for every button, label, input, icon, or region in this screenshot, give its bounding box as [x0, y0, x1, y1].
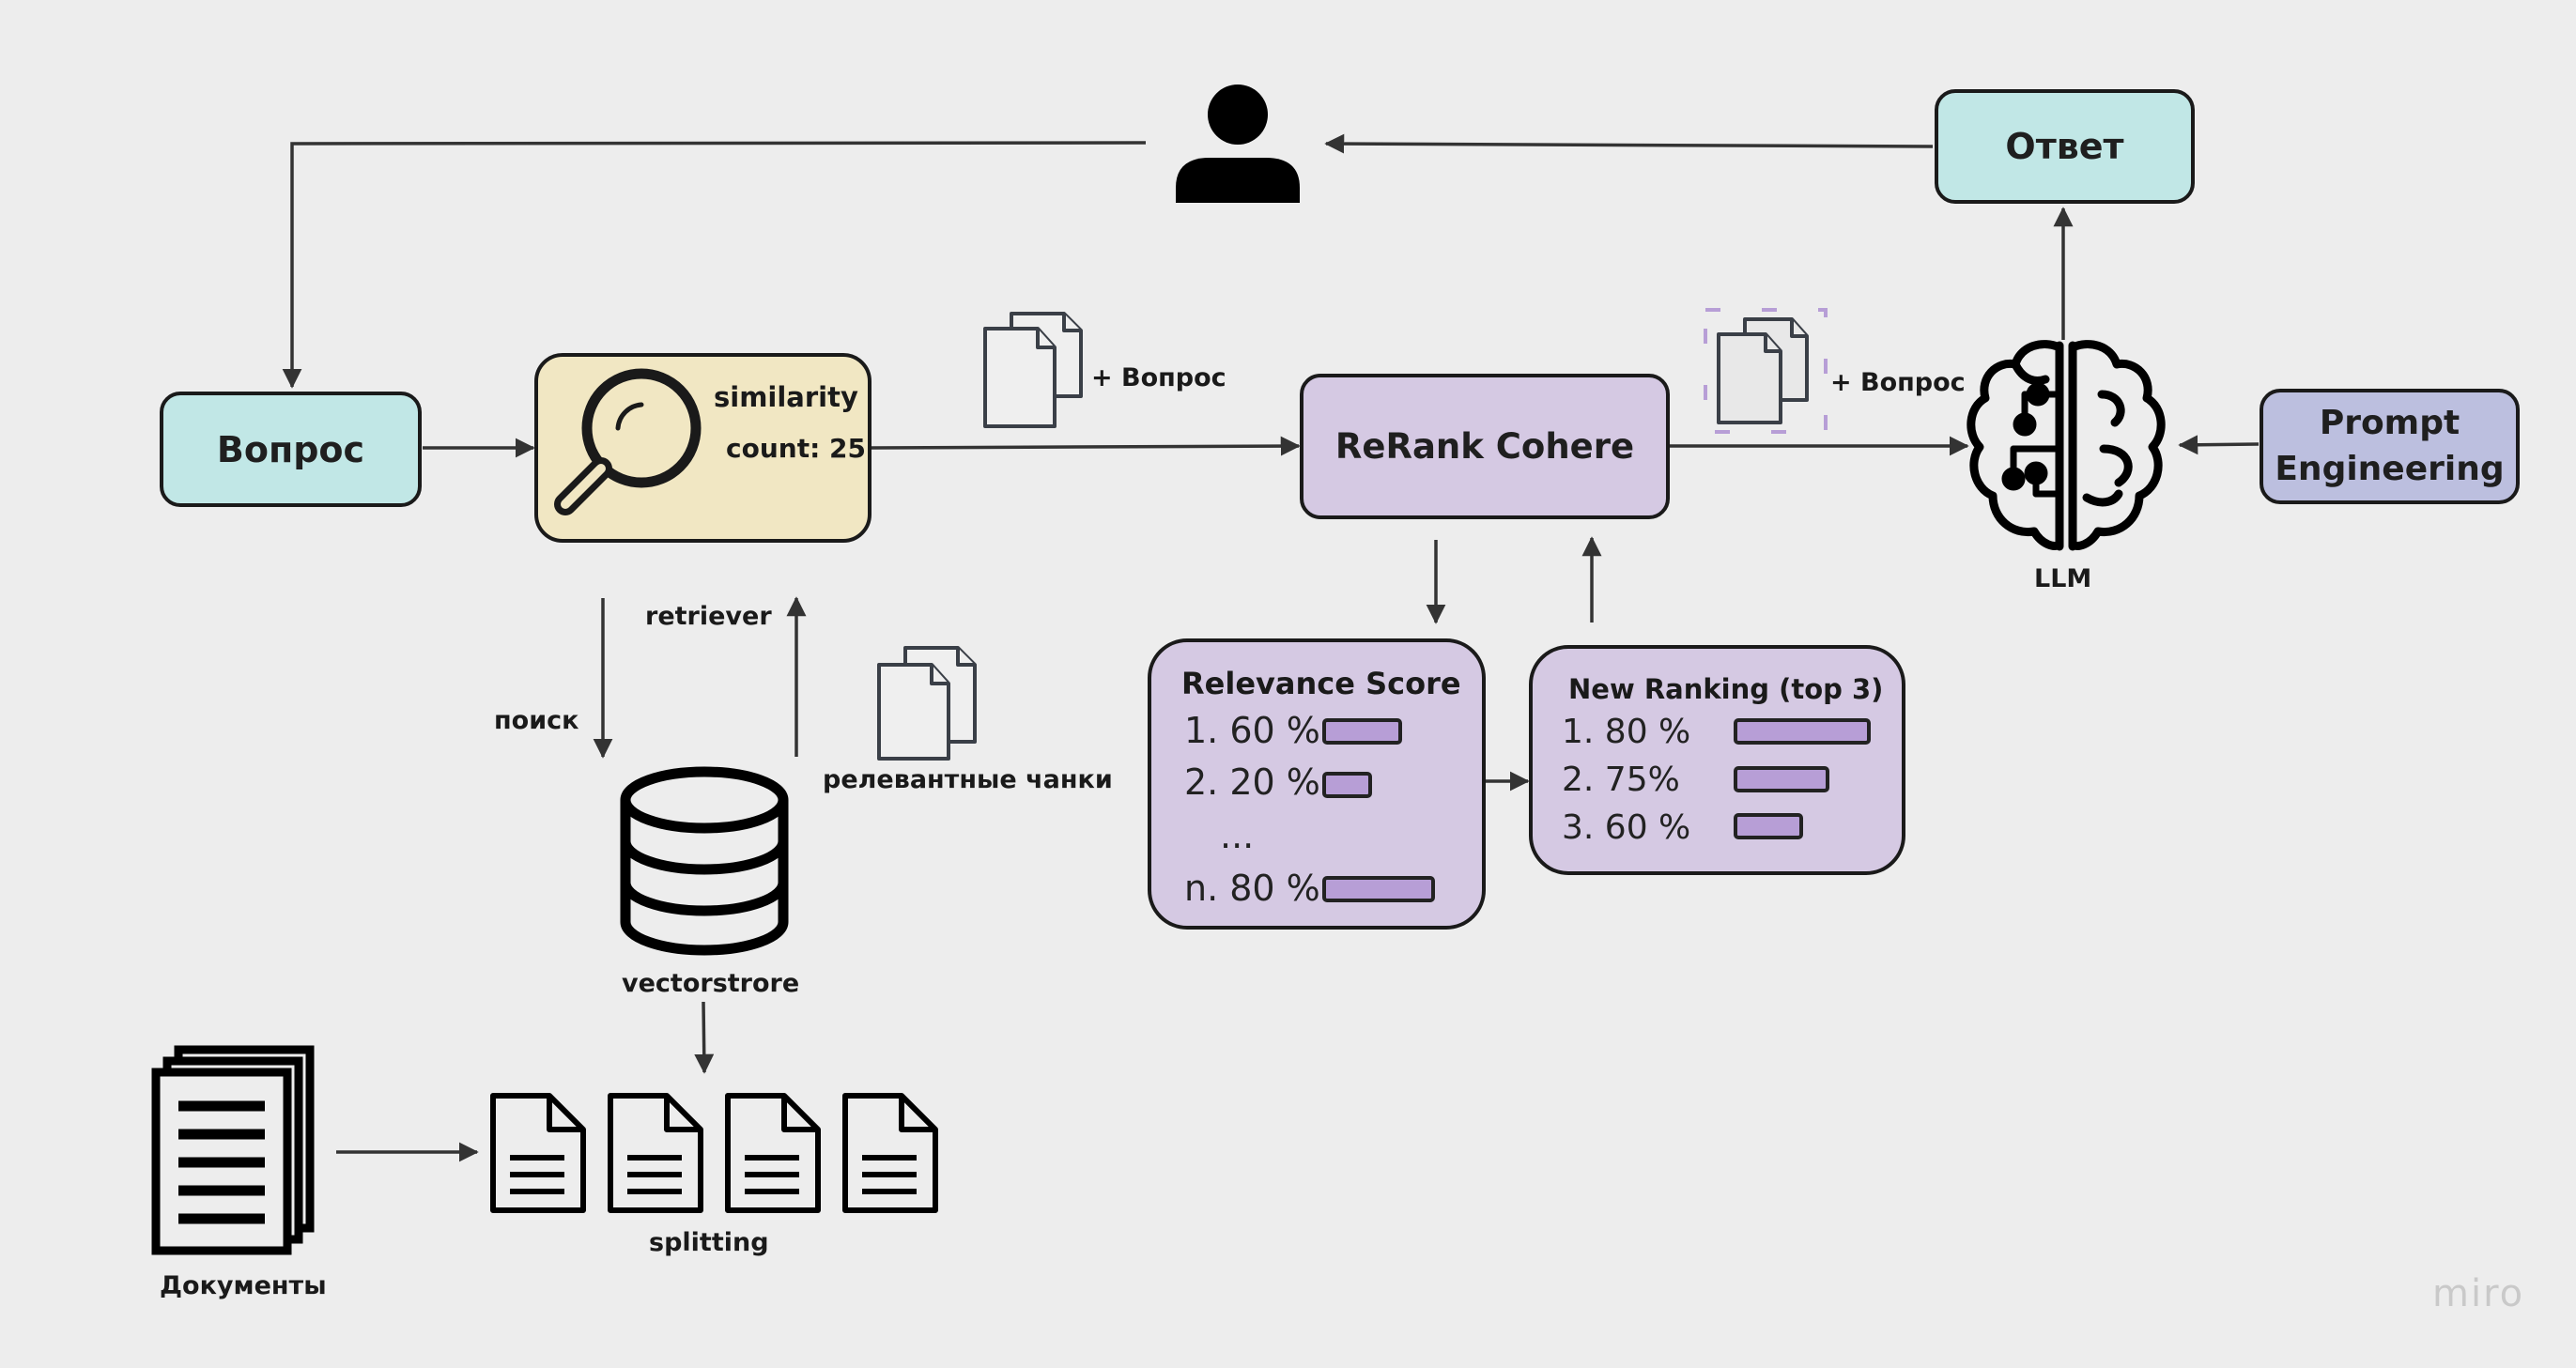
llm-label: LLM [2034, 564, 2092, 593]
split-document-icon-2 [608, 1093, 703, 1213]
rerank-box: ReRank Cohere [1300, 374, 1670, 519]
documents-pair-icon [983, 312, 1083, 428]
ranking-row-2-bar [1734, 766, 1829, 792]
edge-user-to-question [282, 141, 1147, 389]
documents-pair-selected-icon [1704, 308, 1828, 434]
split-document-icon-3 [725, 1093, 821, 1213]
answer-box: Ответ [1935, 89, 2195, 204]
new-ranking-title: New Ranking (top 3) [1568, 673, 1884, 705]
plus-question-label-2: + Вопрос [1830, 368, 1966, 397]
brain-icon [1967, 340, 2166, 551]
relevance-row-n-label: n. 80 % [1184, 868, 1320, 909]
documents-label: Документы [160, 1271, 327, 1300]
relevance-row-ellipsis: ... [1220, 815, 1255, 856]
count-label: count: 25 [726, 433, 866, 464]
relevance-row-n-bar [1322, 876, 1435, 902]
database-icon [620, 766, 789, 956]
relevance-title: Relevance Score [1181, 666, 1461, 701]
relevance-row-1-label: 1. 60 % [1184, 710, 1320, 751]
relevance-row-2-label: 2. 20 % [1184, 761, 1320, 803]
miro-watermark: miro [2432, 1272, 2525, 1315]
retriever-label: retriever [645, 602, 772, 631]
edge-answer-to-user [1324, 133, 1934, 154]
ranking-row-2-label: 2. 75% [1562, 761, 1680, 799]
relevance-row-1-bar [1322, 718, 1402, 745]
question-box: Вопрос [160, 392, 422, 507]
edge-retriever-to-rerank [871, 436, 1301, 456]
ranking-row-1-bar [1734, 718, 1871, 745]
user-icon [1176, 85, 1300, 203]
plus-question-label-1: + Вопрос [1091, 363, 1226, 392]
search-label: поиск [494, 706, 579, 735]
rerank-label: ReRank Cohere [1334, 426, 1635, 467]
vectorstore-label: vectorstrore [622, 969, 800, 998]
edge-vectorstore-to-splitting [694, 1001, 715, 1074]
edge-prompt-to-llm [2178, 435, 2260, 455]
question-label: Вопрос [216, 428, 365, 470]
relevant-chunks-icon [877, 646, 977, 761]
answer-label: Ответ [2005, 126, 2124, 167]
prompt-label-line1: Prompt [2319, 403, 2460, 442]
ranking-row-3-label: 3. 60 % [1562, 808, 1691, 847]
magnifier-icon [554, 368, 702, 515]
similarity-label: similarity [714, 381, 858, 413]
relevant-chunks-label: релевантные чанки [823, 765, 1113, 794]
split-document-icon-4 [842, 1093, 938, 1213]
prompt-engineering-box: Prompt Engineering [2260, 389, 2520, 504]
prompt-label-line2: Engineering [2275, 449, 2505, 488]
ranking-row-3-bar [1734, 813, 1803, 839]
relevance-row-2-bar [1322, 772, 1372, 798]
split-document-icon-1 [490, 1093, 586, 1213]
ranking-row-1-label: 1. 80 % [1562, 713, 1691, 751]
splitting-label: splitting [649, 1228, 769, 1257]
new-ranking-box [1529, 645, 1905, 875]
documents-stack-icon [151, 1045, 315, 1255]
